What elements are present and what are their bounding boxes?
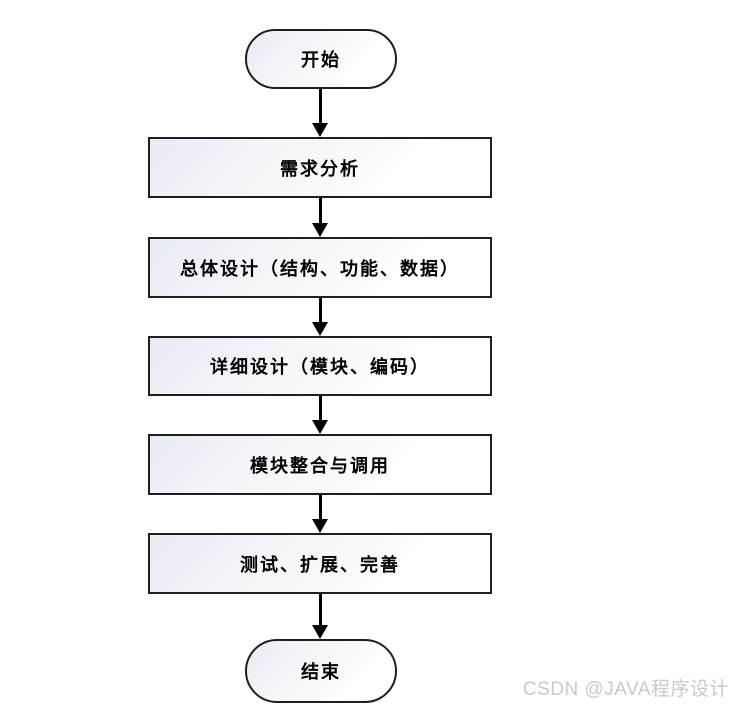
- arrow-connector: [312, 495, 328, 533]
- node-overall-design-label: 总体设计（结构、功能、数据）: [180, 258, 460, 279]
- node-testing-label: 测试、扩展、完善: [240, 554, 400, 575]
- node-start: 开始: [245, 29, 397, 89]
- arrow-shaft: [318, 396, 322, 420]
- node-detailed-design: 详细设计（模块、编码）: [148, 336, 492, 396]
- arrow-connector: [312, 396, 328, 434]
- arrowhead-icon: [312, 420, 328, 434]
- node-module-integration-label: 模块整合与调用: [250, 455, 390, 476]
- arrowhead-icon: [312, 123, 328, 137]
- arrowhead-icon: [312, 223, 328, 237]
- arrow-shaft: [318, 594, 322, 625]
- node-end: 结束: [245, 639, 397, 703]
- arrow-shaft: [318, 495, 322, 519]
- arrowhead-icon: [312, 625, 328, 639]
- node-requirements-label: 需求分析: [280, 158, 360, 179]
- arrow-shaft: [318, 88, 322, 123]
- arrow-shaft: [318, 298, 322, 322]
- node-end-label: 结束: [301, 662, 341, 682]
- arrow-shaft: [318, 198, 322, 223]
- node-requirements: 需求分析: [148, 137, 492, 198]
- arrow-connector: [312, 594, 328, 639]
- node-module-integration: 模块整合与调用: [148, 434, 492, 495]
- node-overall-design: 总体设计（结构、功能、数据）: [148, 237, 492, 298]
- node-start-label: 开始: [301, 50, 341, 70]
- arrow-connector: [312, 298, 328, 336]
- arrowhead-icon: [312, 322, 328, 336]
- arrowhead-icon: [312, 519, 328, 533]
- csdn-watermark: CSDN @JAVA程序设计: [522, 679, 729, 700]
- arrow-connector: [312, 198, 328, 237]
- arrow-connector: [312, 88, 328, 137]
- node-testing: 测试、扩展、完善: [148, 533, 492, 594]
- node-detailed-design-label: 详细设计（模块、编码）: [210, 357, 430, 377]
